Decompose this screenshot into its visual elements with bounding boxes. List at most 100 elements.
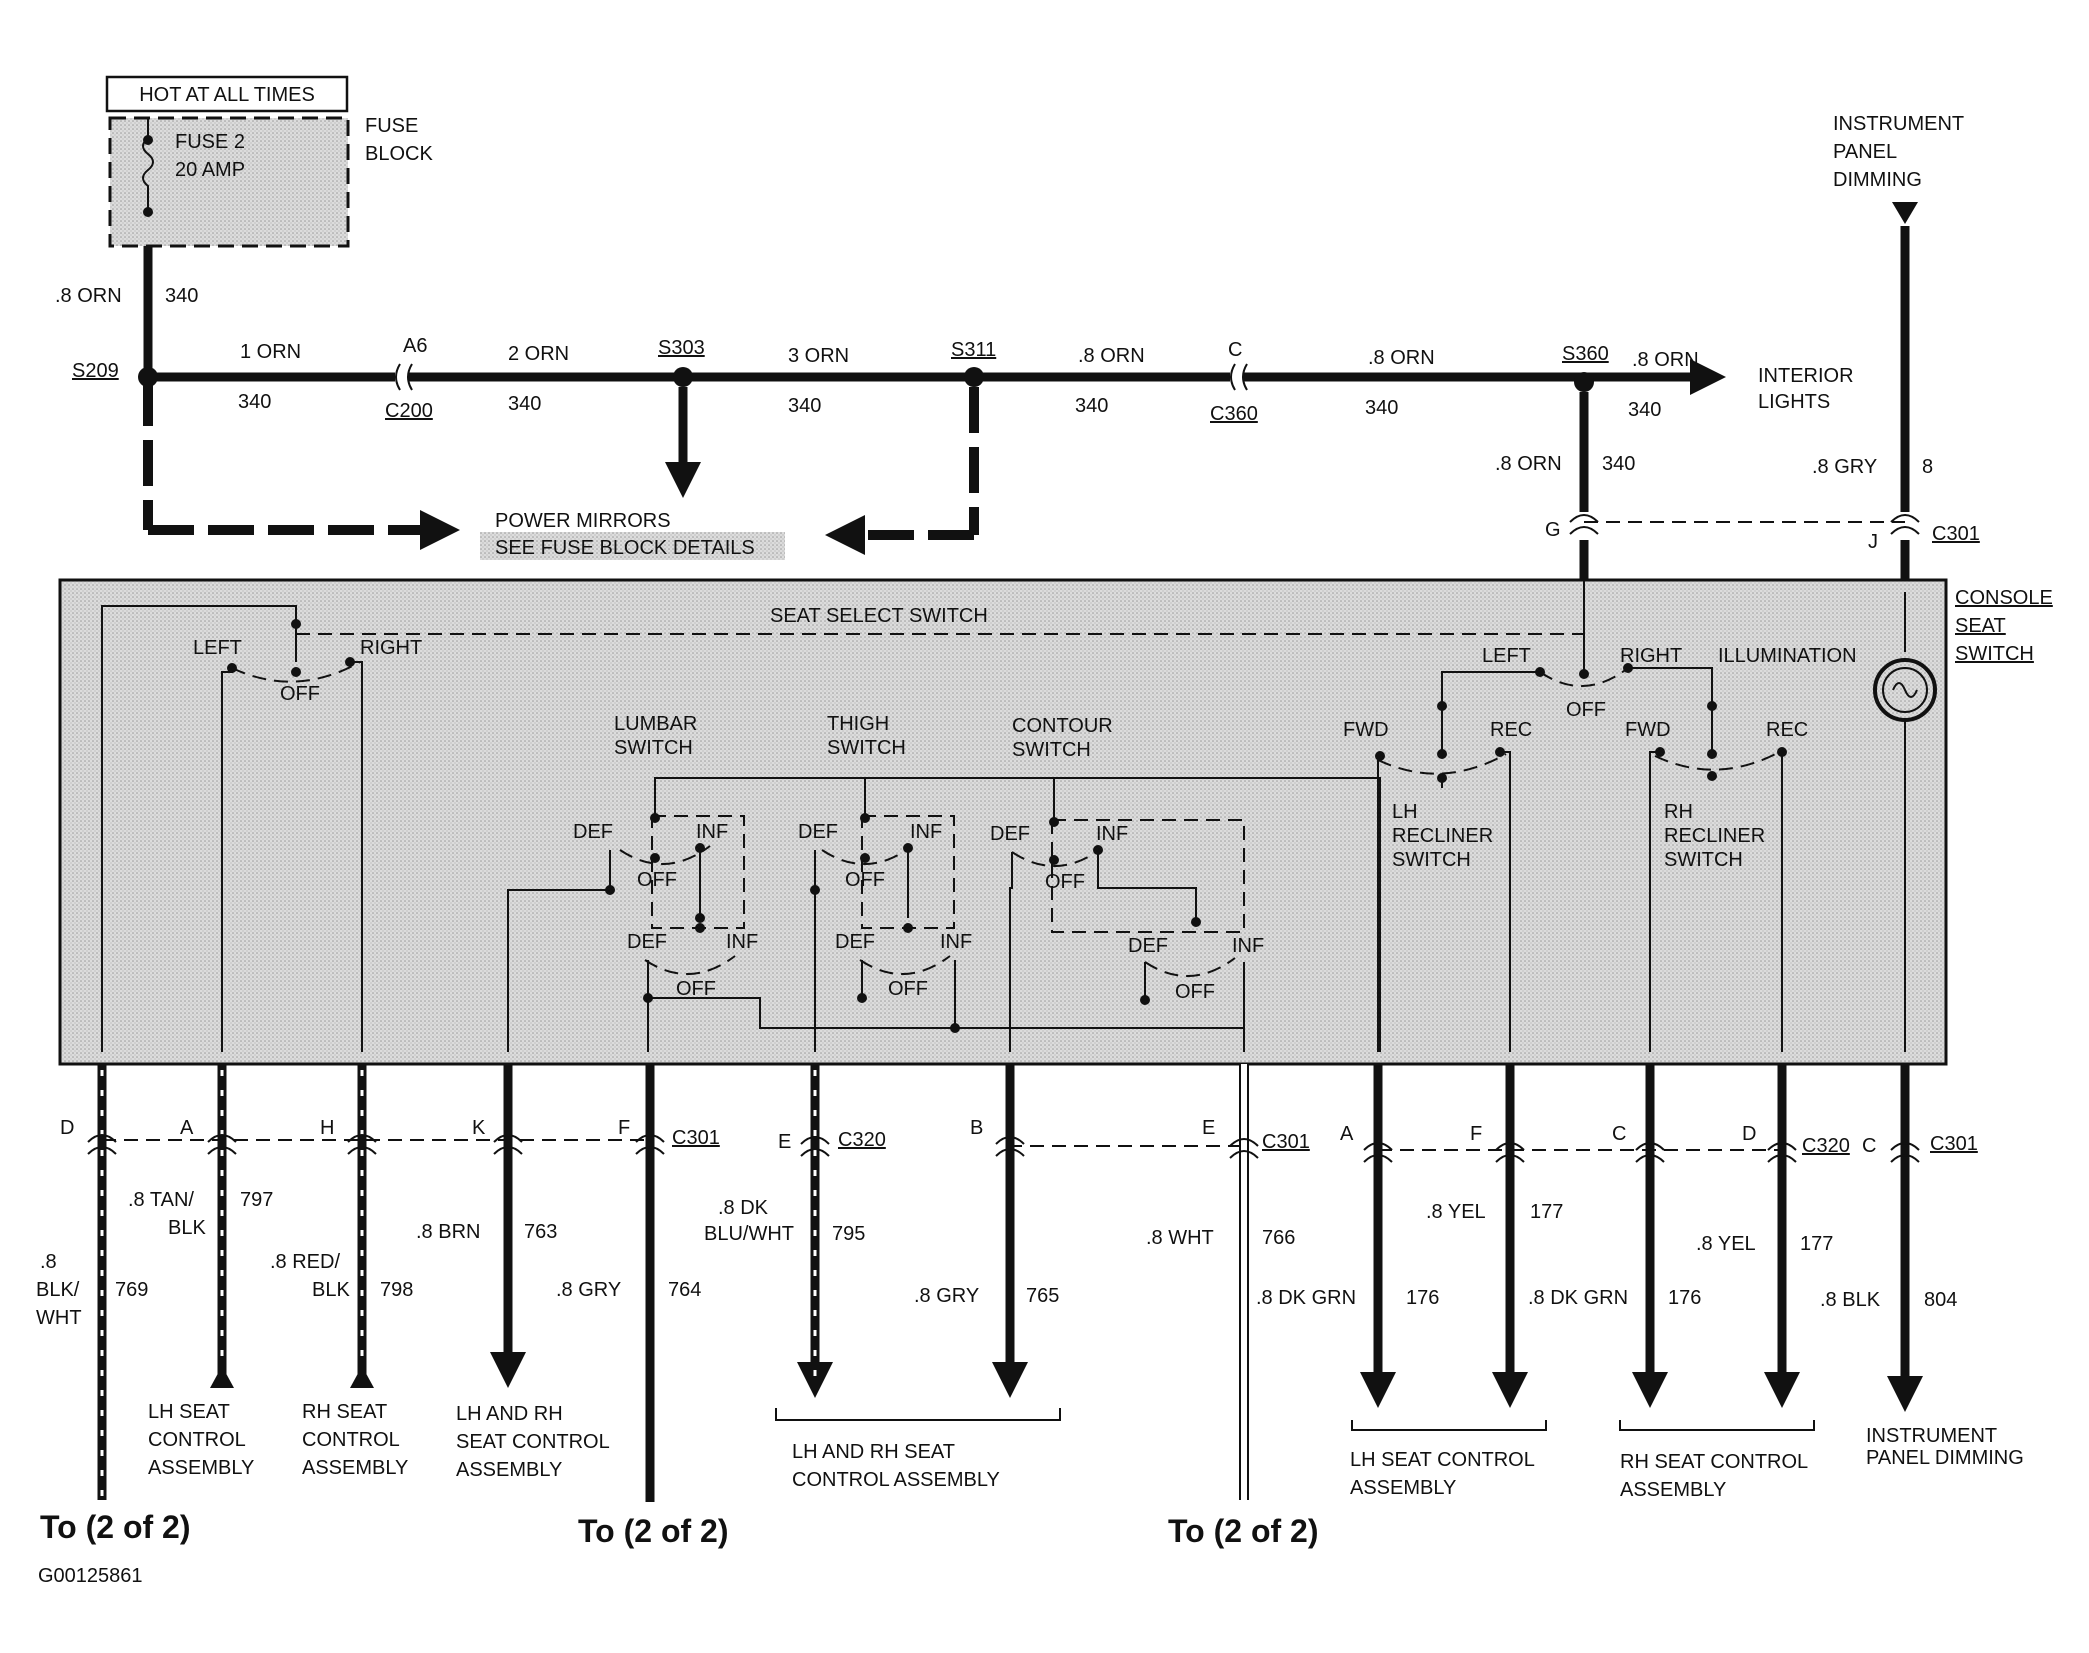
lh-rec-label: REC xyxy=(1490,719,1532,741)
splice-s360 xyxy=(1574,372,1594,392)
wire-766-label: .8 WHT xyxy=(1146,1227,1214,1249)
pin-e-1: E xyxy=(778,1131,791,1153)
seat-select-switch-label: SEAT SELECT SWITCH xyxy=(770,605,988,627)
lumbar-inf-label-2: INF xyxy=(726,931,758,953)
console-seat-switch-box xyxy=(58,578,1948,1066)
wire-177-lh-label: .8 YEL xyxy=(1426,1201,1486,1223)
wire-769-label-2: BLK/ xyxy=(36,1279,80,1301)
pin-d-1: D xyxy=(60,1117,74,1139)
rh-recliner-switch xyxy=(1649,747,1787,1052)
console-seat-switch-label-1: CONSOLE xyxy=(1955,587,2053,609)
circuit-177-lh: 177 xyxy=(1530,1201,1563,1223)
fuse-block-label-2: BLOCK xyxy=(365,143,433,165)
splice-s311 xyxy=(964,367,984,387)
lh-rh-seat-dest-3: ASSEMBLY xyxy=(456,1459,562,1481)
rh-recliner-label-3: SWITCH xyxy=(1664,849,1743,871)
wire-797-label-1: .8 TAN/ xyxy=(128,1189,194,1211)
circuit-763: 763 xyxy=(524,1221,557,1243)
segment-4-wire: .8 ORN xyxy=(1078,345,1145,367)
segment-1-circuit: 340 xyxy=(238,391,271,413)
console-seat-switch-label-3: SWITCH xyxy=(1955,643,2034,665)
thigh-switch-label-2: SWITCH xyxy=(827,737,906,759)
fuse-rating-line2: 20 AMP xyxy=(175,159,245,181)
lh-rh-seat-dest-2: SEAT CONTROL xyxy=(456,1431,610,1453)
rh-seat-dest-2: CONTROL xyxy=(302,1429,400,1451)
circuit-795: 795 xyxy=(832,1223,865,1245)
splice-s311-label: S311 xyxy=(951,339,996,361)
wire-177-rh-label: .8 YEL xyxy=(1696,1233,1756,1255)
thigh-off-label: OFF xyxy=(845,869,885,891)
ip-dimming-label-1: INSTRUMENT xyxy=(1833,113,1964,135)
connector-c360 xyxy=(1230,363,1248,391)
lh-recliner-label-2: RECLINER xyxy=(1392,825,1493,847)
thigh-switch-label-1: THIGH xyxy=(827,713,889,735)
rh-recliner-label-1: RH xyxy=(1664,801,1693,823)
recliner-left-label: LEFT xyxy=(1482,645,1531,667)
lumbar-inf-label: INF xyxy=(696,821,728,843)
power-mirrors-label: POWER MIRRORS xyxy=(495,510,671,532)
lh-recliner-switch xyxy=(1375,747,1511,1052)
rh-rec-label: REC xyxy=(1766,719,1808,741)
contour-inf-label: INF xyxy=(1096,823,1128,845)
circuit-797: 797 xyxy=(240,1189,273,1211)
console-seat-switch-label-2: SEAT xyxy=(1955,615,2006,637)
lh-seat-dest-3: ASSEMBLY xyxy=(148,1457,254,1479)
lumbar-def-label: DEF xyxy=(573,821,613,843)
seat-select-right-label: RIGHT xyxy=(360,637,422,659)
pin-e-2: E xyxy=(1202,1117,1215,1139)
thigh-off-label-2: OFF xyxy=(888,978,928,1000)
splice-s303-label: S303 xyxy=(658,337,705,359)
circuit-804: 804 xyxy=(1924,1289,1957,1311)
rh-group-dest-2: ASSEMBLY xyxy=(1620,1479,1726,1501)
contour-def-label: DEF xyxy=(990,823,1030,845)
dim-wire-label: .8 GRY xyxy=(1812,456,1877,478)
rh-recliner-label-2: RECLINER xyxy=(1664,825,1765,847)
circuit-764: 764 xyxy=(668,1279,701,1301)
connector-c-label: C xyxy=(1228,339,1242,361)
main-bus xyxy=(138,359,1726,395)
lh-seat-dest-1: LH SEAT xyxy=(148,1401,230,1423)
c301-bottom-1: C301 xyxy=(672,1127,720,1149)
thigh-def-label: DEF xyxy=(798,821,838,843)
wire-797-label-2: BLK xyxy=(168,1217,206,1239)
fuse-rating-line1: FUSE 2 xyxy=(175,131,245,153)
lh-rh-seat-dest-1: LH AND RH xyxy=(456,1403,563,1425)
connector-c301-pin-j xyxy=(1890,514,1920,535)
c301-top-label: C301 xyxy=(1932,523,1980,545)
lh-group-dest-2: ASSEMBLY xyxy=(1350,1477,1456,1499)
contour-off-label: OFF xyxy=(1045,871,1085,893)
splice-s360-label: S360 xyxy=(1562,343,1609,365)
fuse-block-label-1: FUSE xyxy=(365,115,418,137)
dim-circuit-label: 8 xyxy=(1922,456,1933,478)
segment-2-circuit: 340 xyxy=(508,393,541,415)
lh-recliner-label-1: LH xyxy=(1392,801,1418,823)
rh-seat-dest-3: ASSEMBLY xyxy=(302,1457,408,1479)
circuit-765: 765 xyxy=(1026,1285,1059,1307)
lh-rh-group-dest-2: CONTROL ASSEMBLY xyxy=(792,1469,1000,1491)
power-mirrors-branch xyxy=(143,380,979,555)
segment-5-wire: .8 ORN xyxy=(1368,347,1435,369)
recliner-off-label: OFF xyxy=(1566,699,1606,721)
segment-3-circuit: 340 xyxy=(788,395,821,417)
pin-c-1: C xyxy=(1612,1123,1626,1145)
feed-circuit-label: 340 xyxy=(165,285,198,307)
segment-3-wire: 3 ORN xyxy=(788,345,849,367)
see-fuse-block-label: SEE FUSE BLOCK DETAILS xyxy=(495,537,755,559)
pin-h: H xyxy=(320,1117,334,1139)
contour-def-label-2: DEF xyxy=(1128,935,1168,957)
segment-6-circuit: 340 xyxy=(1628,399,1661,421)
lh-seat-dest-2: CONTROL xyxy=(148,1429,246,1451)
seat-select-switch xyxy=(101,580,1585,1052)
circuit-769: 769 xyxy=(115,1279,148,1301)
interior-lights-label-1: INTERIOR xyxy=(1758,365,1854,387)
connector-c360-label: C360 xyxy=(1210,403,1258,425)
contour-switch xyxy=(1009,817,1245,1052)
pin-c-2: C xyxy=(1862,1135,1876,1157)
s360-drop-wire-label: .8 ORN xyxy=(1495,453,1562,475)
to-2-of-2-left: To (2 of 2) xyxy=(40,1509,191,1545)
interior-lights-label-2: LIGHTS xyxy=(1758,391,1830,413)
wire-798-label-1: .8 RED/ xyxy=(270,1251,340,1273)
contour-switch-label-2: SWITCH xyxy=(1012,739,1091,761)
pin-f-2: F xyxy=(1470,1123,1482,1145)
